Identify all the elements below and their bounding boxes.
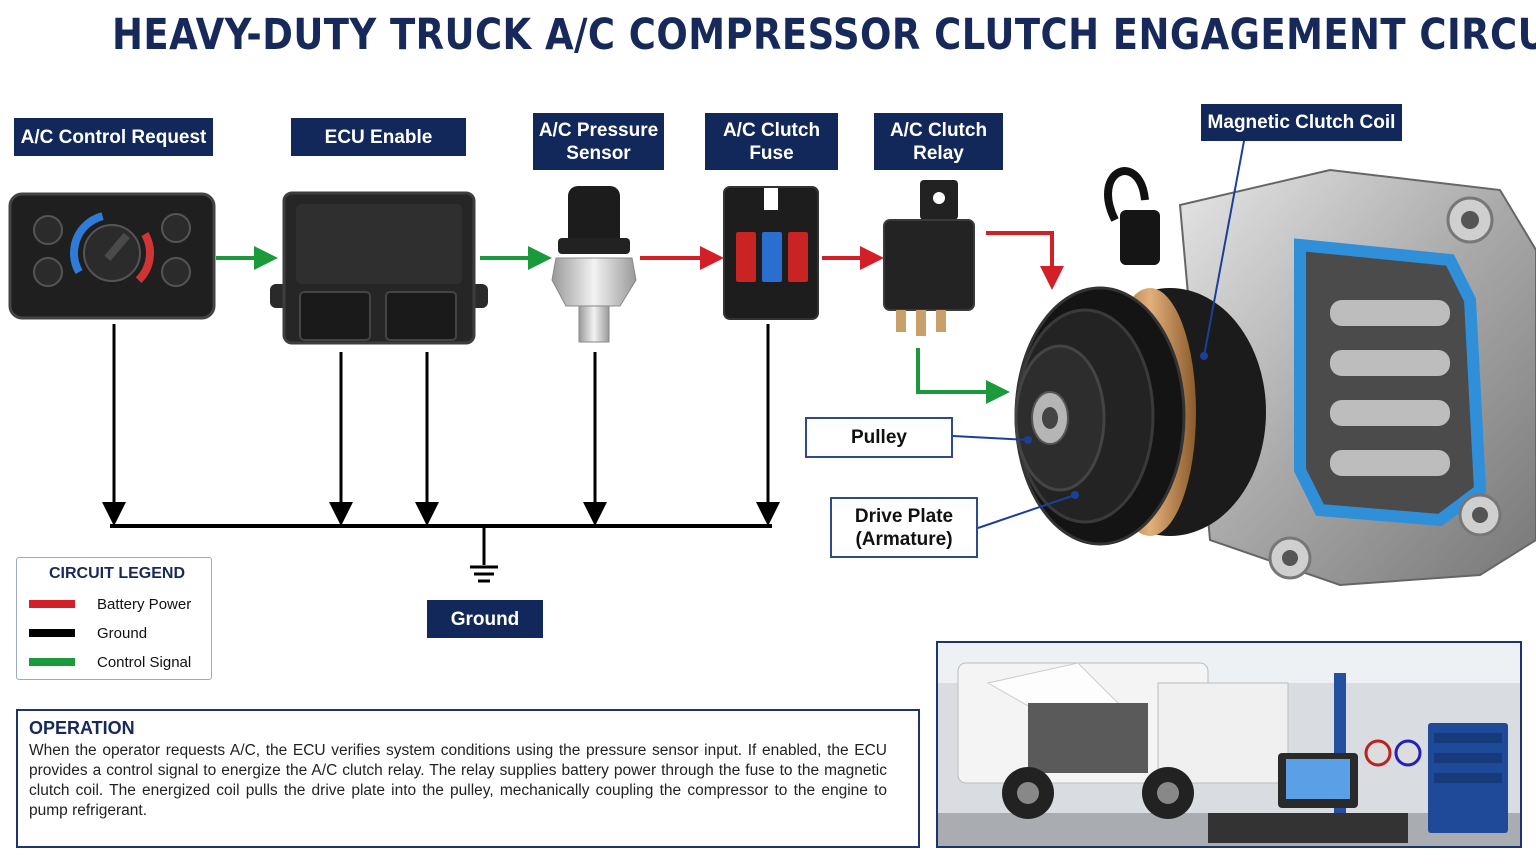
label-clutch-relay: A/C Clutch Relay bbox=[874, 113, 1003, 170]
legend-swatch-ground bbox=[29, 629, 75, 637]
legend-item-battery: Battery Power bbox=[29, 593, 191, 615]
operation-panel: OPERATION When the operator requests A/C… bbox=[16, 709, 920, 848]
ground-symbol-icon bbox=[470, 565, 498, 583]
relay-icon bbox=[883, 180, 975, 336]
label-ground: Ground bbox=[427, 600, 543, 638]
diagram-title: HEAVY-DUTY TRUCK A/C COMPRESSOR CLUTCH E… bbox=[112, 10, 1536, 60]
label-drive-plate: Drive Plate (Armature) bbox=[830, 497, 978, 558]
legend-swatch-control bbox=[29, 658, 75, 666]
compressor-illustration bbox=[1014, 167, 1536, 587]
control-panel-icon bbox=[8, 192, 216, 320]
legend-label-ground: Ground bbox=[97, 624, 148, 642]
label-magnetic-coil: Magnetic Clutch Coil bbox=[1201, 104, 1402, 141]
operation-text: When the operator requests A/C, the ECU … bbox=[29, 742, 887, 819]
label-pulley: Pulley bbox=[805, 417, 953, 458]
label-ecu-enable: ECU Enable bbox=[291, 118, 466, 156]
workshop-photo bbox=[936, 641, 1522, 848]
operation-title: OPERATION bbox=[29, 718, 135, 738]
pressure-sensor-icon bbox=[551, 186, 637, 343]
fuse-box-icon bbox=[723, 186, 819, 320]
label-clutch-fuse: A/C Clutch Fuse bbox=[705, 113, 838, 170]
legend-label-battery: Battery Power bbox=[97, 595, 192, 613]
legend-swatch-battery bbox=[29, 600, 75, 608]
legend-item-control: Control Signal bbox=[29, 651, 191, 673]
ecu-module-icon bbox=[270, 191, 488, 345]
label-pressure-sensor: A/C Pressure Sensor bbox=[533, 113, 664, 170]
legend-label-control: Control Signal bbox=[97, 653, 192, 671]
label-control-request: A/C Control Request bbox=[14, 118, 213, 156]
ground-wiring bbox=[102, 324, 780, 565]
legend-item-ground: Ground bbox=[29, 622, 147, 644]
legend-title: CIRCUIT LEGEND bbox=[49, 565, 185, 582]
circuit-legend: CIRCUIT LEGEND Battery Power Ground Cont… bbox=[16, 557, 212, 680]
